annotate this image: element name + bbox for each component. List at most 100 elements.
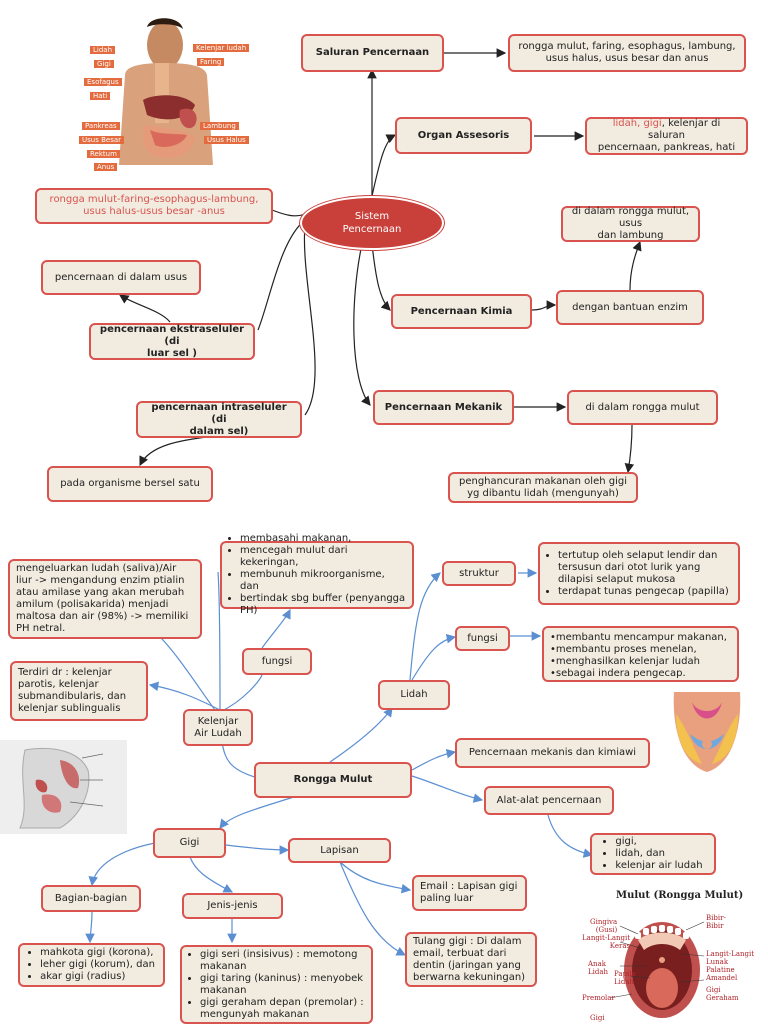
pencernaan-ekstraseluler-label: pencernaan ekstraseluler (di luar sel ) [99,323,245,359]
alur-pencernaan-box: rongga mulut-faring-esophagus-lambung, u… [35,188,273,224]
mekanik-detail-text: penghancuran makanan oleh gigi yg dibant… [459,475,627,499]
label-usus-besar: Usus Besar [79,136,125,144]
kelenjar-jenis-text: Terdiri dr : kelenjar parotis, kelenjar … [18,667,127,714]
rongga-mulut-node: Rongga Mulut [254,762,412,798]
salivary-gland-illustration [0,740,127,834]
kelenjar-air-ludah-label: Kelenjar Air Ludah [194,715,242,739]
lidah-fungsi-list-box: •membantu mencampur makanan, •membantu p… [542,626,739,682]
bagian-list-box: mahkota gigi (korona), leher gigi (korum… [18,943,165,987]
organ-detail-box: lidah, gigi, kelenjar di saluran pencern… [585,117,748,155]
kimia-lokasi-text: di dalam rongga mulut, usus dan lambung [571,206,690,241]
bagian-item: leher gigi (korum), dan [40,959,155,971]
saluran-detail-text: rongga mulut, faring, esophagus, lambung… [518,41,736,64]
organ-detail-red: lidah, gigi [612,118,662,129]
label-faring: Faring [197,58,225,66]
saluran-pencernaan-node: Saluran Pencernaan [301,34,444,72]
tulang-gigi-text: Tulang gigi : Di dalam email, terbuat da… [413,935,526,983]
pencernaan-mekanis-kimiawi-text: Pencernaan mekanis dan kimiawi [468,747,637,758]
kelenjar-fungsi-item: membunuh mikroorganisme, dan [240,569,406,593]
bagian-bagian-node: Bagian-bagian [41,885,141,912]
lidah-fungsi-item: •membantu proses menelan, [550,644,697,655]
lidah-fungsi-item: •menghasilkan kelenjar ludah [550,656,700,667]
email-text: Email : Lapisan gigi paling luar [420,881,518,904]
lidah-fungsi-item: •sebagai indera pengecap. [550,668,686,679]
label-langit-lunak: Langit-Langit Lunak [706,950,755,966]
lidah-node: Lidah [378,680,450,710]
ludah-detail-text: mengeluarkan ludah (saliva)/Air liur -> … [16,563,189,634]
alur-pencernaan-text: rongga mulut-faring-esophagus-lambung, u… [49,194,259,217]
tulang-gigi-box: Tulang gigi : Di dalam email, terbuat da… [405,932,537,987]
label-rektum: Rektum [87,150,120,158]
sistem-pencernaan-node: Sistem Pencernaan [300,196,444,250]
kelenjar-fungsi-list: membasahi makanan, mencegah mulut dari k… [228,533,406,617]
lidah-struktur-list-box: tertutup oleh selaput lendir dan tersusu… [538,542,740,605]
lidah-struktur-node: struktur [442,561,516,586]
pencernaan-intraseluler-label: pencernaan intraseluler (di dalam sel) [151,401,287,437]
lidah-label: Lidah [400,689,428,700]
lidah-fungsi-node: fungsi [455,626,510,651]
organ-detail-rest: , kelenjar di saluran pencernaan, pankre… [597,118,736,153]
mouth-title: Mulut (Rongga Mulut) [616,890,744,901]
kelenjar-fungsi-item: membasahi makanan, [240,533,406,545]
alat-list-box: gigi, lidah, dan kelenjar air ludah [590,833,716,875]
label-lambung: Lambung [200,122,239,130]
mekanik-lokasi-text: di dalam rongga mulut [585,401,700,413]
jenis-item: gigi taring (kaninus) : menyobek makanan [200,973,365,997]
lidah-fungsi-item: •membantu mencampur makanan, [550,632,727,643]
rongga-mulut-label: Rongga Mulut [293,774,373,785]
lidah-struktur-item: tertutup oleh selaput lendir dan tersusu… [558,550,732,586]
pencernaan-mekanik-node: Pencernaan Mekanik [373,390,514,425]
lapisan-node: Lapisan [288,838,391,863]
lidah-fungsi-label: fungsi [467,632,498,644]
sistem-pencernaan-label: Sistem Pencernaan [342,211,402,235]
jenis-list-box: gigi seri (insisivus) : memotong makanan… [180,945,373,1024]
jenis-jenis-label: Jenis-jenis [207,900,258,911]
bagian-item: mahkota gigi (korona), [40,947,155,959]
organ-assesoris-node: Organ Assesoris [395,117,532,154]
bagian-bagian-label: Bagian-bagian [54,892,128,904]
pencernaan-ekstraseluler-node: pencernaan ekstraseluler (di luar sel ) [89,323,255,360]
organ-detail-text: lidah, gigi, kelenjar di saluran pencern… [593,118,740,154]
saluran-detail-box: rongga mulut, faring, esophagus, lambung… [508,34,746,72]
kelenjar-fungsi-list-box: membasahi makanan, mencegah mulut dari k… [220,533,414,616]
alat-list: gigi, lidah, dan kelenjar air ludah [603,836,702,872]
label-premolar: Premolar [582,994,615,1002]
mekanik-lokasi-box: di dalam rongga mulut [567,390,718,425]
alat-item: gigi, [615,836,702,848]
kelenjar-jenis-box: Terdiri dr : kelenjar parotis, kelenjar … [10,661,148,721]
alat-pencernaan-label: Alat-alat pencernaan [496,794,602,806]
label-langit-keras: Langit-Langit Keras [582,934,631,950]
kelenjar-fungsi-node: fungsi [242,648,312,675]
intra-detail-box: pada organisme bersel satu [47,466,213,502]
gigi-label: Gigi [179,837,200,848]
jenis-jenis-node: Jenis-jenis [182,893,283,919]
organ-assesoris-label: Organ Assesoris [417,129,510,141]
intra-detail-text: pada organisme bersel satu [60,478,200,489]
label-gigi: Gigi [94,60,114,68]
lidah-struktur-label: struktur [459,567,499,579]
kimia-enzim-text: dengan bantuan enzim [572,301,688,313]
label-anus: Anus [94,163,118,171]
kimia-lokasi-box: di dalam rongga mulut, usus dan lambung [561,206,700,242]
label-palatine: Palatine Amandel [706,966,738,982]
mouth-illustration: Mulut (Rongga Mulut) Gingiva (Gusi) Bibi… [580,890,768,1024]
jenis-list: gigi seri (insisivus) : memotong makanan… [188,949,365,1021]
ludah-detail-box: mengeluarkan ludah (saliva)/Air liur -> … [8,559,202,639]
kelenjar-fungsi-label: fungsi [261,655,293,667]
lidah-struktur-item: terdapat tunas pengecap (papilla) [558,586,732,598]
label-gigi-geraham: Gigi Geraham [706,986,739,1002]
label-papila: Papila Lidah [614,970,636,986]
pencernaan-intraseluler-node: pencernaan intraseluler (di dalam sel) [136,401,302,438]
digestive-system-illustration [85,15,255,185]
pencernaan-kimia-node: Pencernaan Kimia [391,294,532,329]
saluran-pencernaan-label: Saluran Pencernaan [315,47,430,58]
kelenjar-fungsi-item: bertindak sbg buffer (penyangga PH) [240,593,406,617]
pencernaan-mekanik-label: Pencernaan Mekanik [384,401,503,413]
kelenjar-air-ludah-node: Kelenjar Air Ludah [183,709,253,746]
pencernaan-kimia-label: Pencernaan Kimia [410,305,513,317]
kelenjar-fungsi-item: mencegah mulut dari kekeringan, [240,545,406,569]
alat-pencernaan-node: Alat-alat pencernaan [484,786,614,815]
label-gingiva: Gingiva (Gusi) [590,918,618,934]
label-anak-lidah: Anak Lidah [588,960,609,976]
